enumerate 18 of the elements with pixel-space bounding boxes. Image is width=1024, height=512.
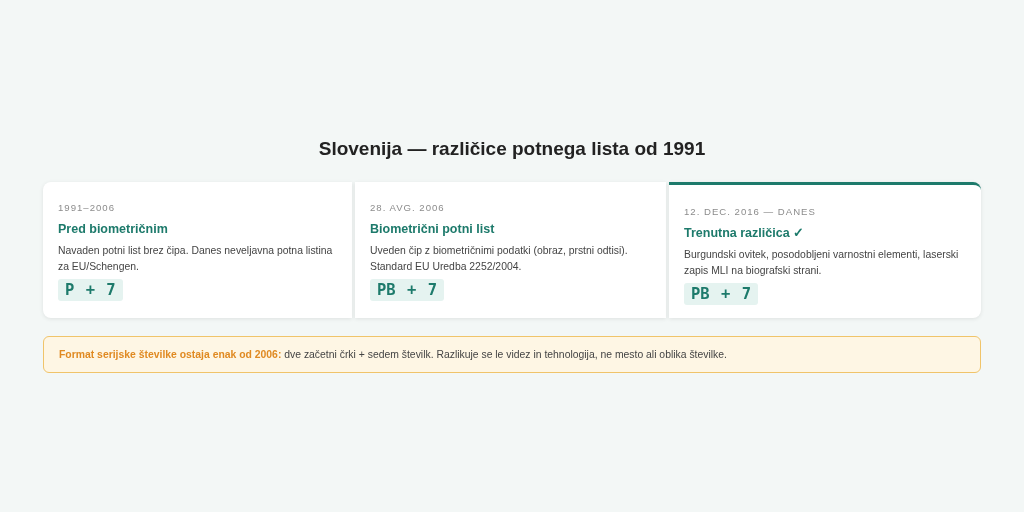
note-panel <box>43 336 981 373</box>
timeline-card <box>669 182 981 318</box>
card-heading: Trenutna različica ✓ <box>684 225 805 241</box>
timeline-card <box>43 182 352 318</box>
date-label: 12. DEC. 2016 — DANES <box>684 206 816 218</box>
diagram-title: Slovenija — različice potnega lista od 1991 <box>317 138 707 160</box>
timeline-card <box>355 182 666 318</box>
note-text: Format serijske številke ostaja enak od 2006: dve začetni črki + sedem številk. Razlikuje se le videz in tehnologija, ne mesto ali oblika številke. <box>59 347 727 362</box>
serial-format-code: PB + 7 <box>370 279 444 301</box>
date-label: 1991–2006 <box>58 202 116 214</box>
serial-format-code: P + 7 <box>58 279 123 301</box>
serial-format-code: PB + 7 <box>684 283 758 305</box>
card-heading: Biometrični potni list <box>370 221 495 237</box>
date-label: 28. AVG. 2006 <box>370 202 445 214</box>
card-description: Navaden potni list brez čipa. Danes neveljavna potna listina za EU/Schengen. <box>58 244 334 274</box>
card-description: Burgundski ovitek, posodobljeni varnostni elementi, laserski zapis MLI na biografski strani. <box>684 248 960 278</box>
card-heading: Pred biometričnim <box>58 221 168 237</box>
card-description: Uveden čip z biometričnimi podatki (obraz, prstni odtisi). Standard EU Uredba 2252/2004. <box>370 244 629 274</box>
